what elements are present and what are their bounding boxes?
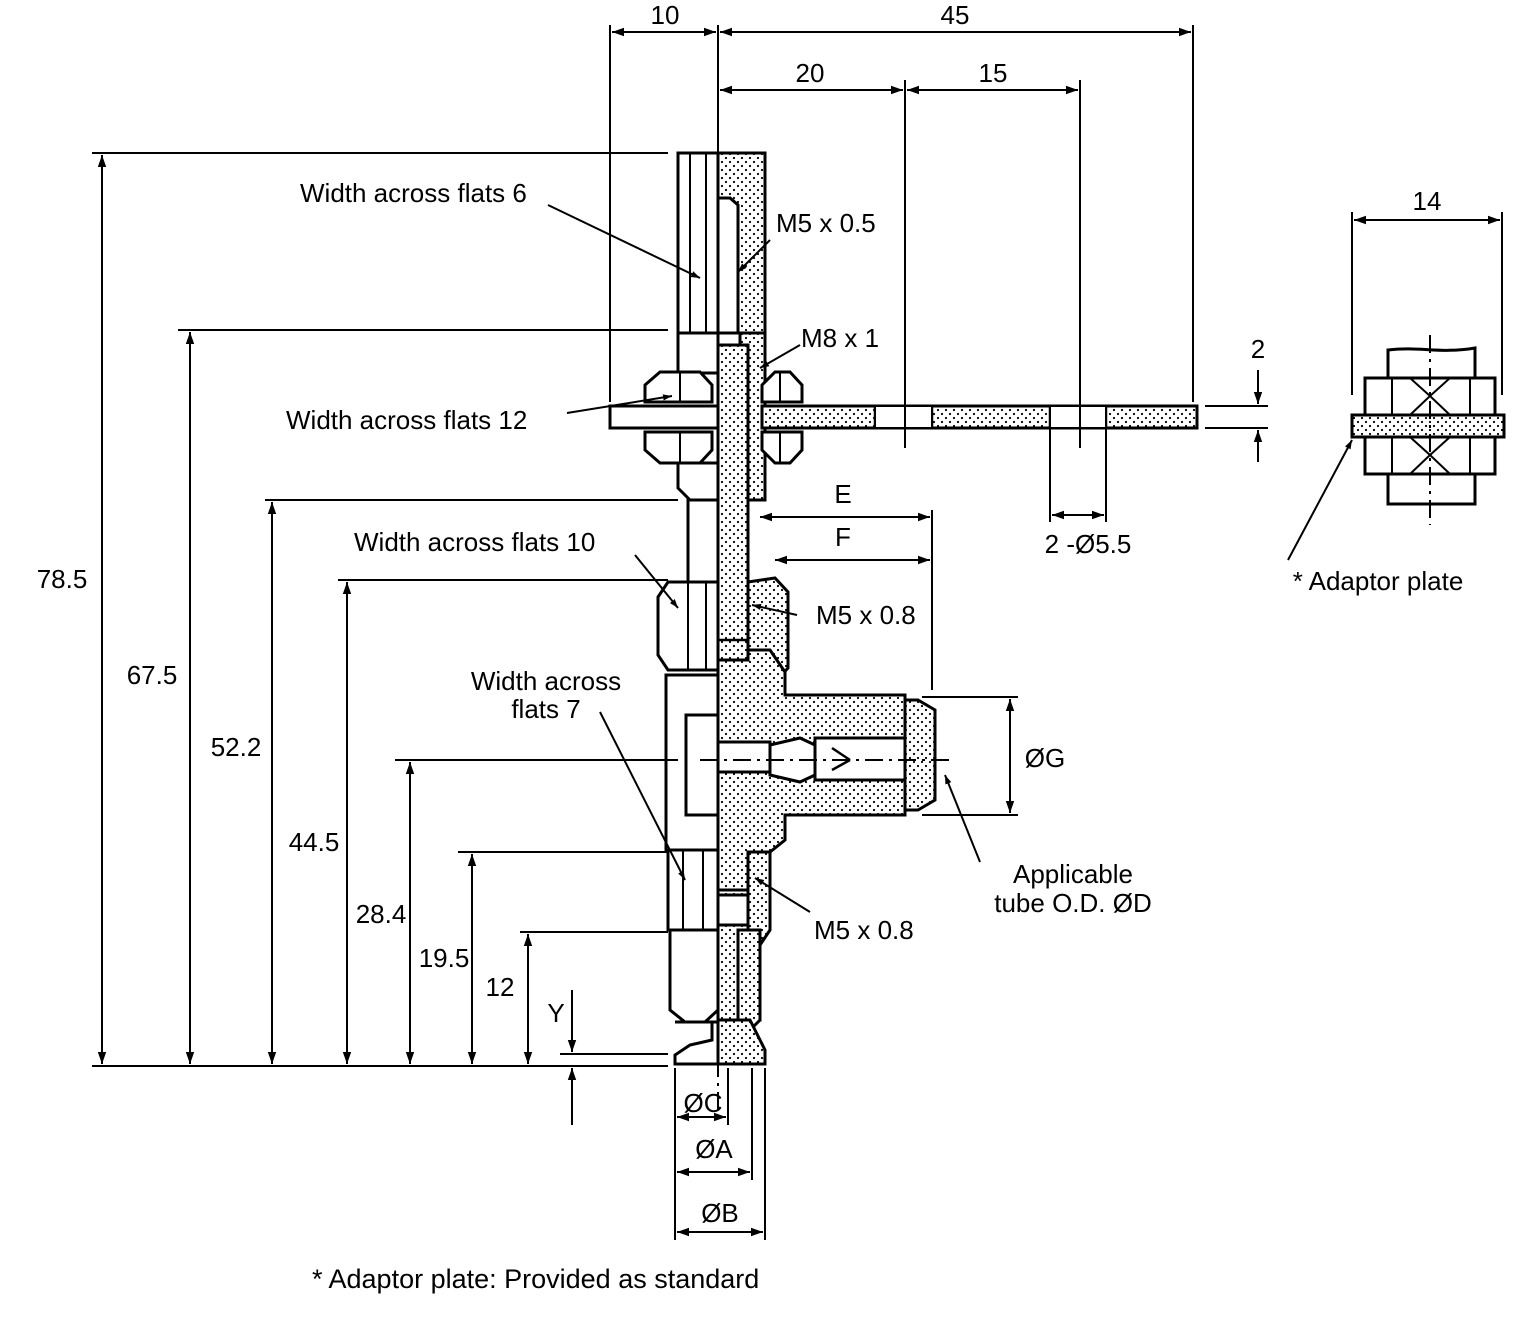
label-thread-m5-08-lower: M5 x 0.8 xyxy=(814,915,914,945)
dim-a: ØA xyxy=(695,1134,733,1164)
dim-15: 15 xyxy=(979,58,1008,88)
label-thread-m5-05: M5 x 0.5 xyxy=(776,208,876,238)
dim-e: E xyxy=(834,479,851,509)
dim-52-2: 52.2 xyxy=(211,732,262,762)
dim-28-4: 28.4 xyxy=(356,899,407,929)
label-waf-12: Width across flats 12 xyxy=(286,405,527,435)
label-waf-7-line2: flats 7 xyxy=(511,694,580,724)
label-thread-m8: M8 x 1 xyxy=(801,323,879,353)
label-adaptor-plate: * Adaptor plate xyxy=(1293,566,1464,596)
label-thread-m5-08-upper: M5 x 0.8 xyxy=(816,600,916,630)
dim-c: ØC xyxy=(684,1088,723,1118)
main-assembly xyxy=(608,135,1199,1125)
dim-45: 45 xyxy=(941,0,970,30)
label-waf-6: Width across flats 6 xyxy=(300,178,527,208)
dimension-lines: 10 45 20 15 2 2 -Ø5.5 14 78.5 67.5 52.2 … xyxy=(37,0,1442,1240)
label-tube-line2: tube O.D. ØD xyxy=(994,888,1152,918)
dim-19-5: 19.5 xyxy=(419,943,470,973)
dim-holes: 2 -Ø5.5 xyxy=(1045,529,1132,559)
label-waf-10: Width across flats 10 xyxy=(354,527,595,557)
dim-44-5: 44.5 xyxy=(289,827,340,857)
dim-78-5: 78.5 xyxy=(37,564,88,594)
dim-20: 20 xyxy=(796,58,825,88)
dim-b: ØB xyxy=(701,1198,739,1228)
dim-10: 10 xyxy=(651,0,680,30)
dim-y: Y xyxy=(547,998,564,1028)
callouts: Width across flats 6 M5 x 0.5 M8 x 1 Wid… xyxy=(286,178,1152,945)
dim-f: F xyxy=(835,522,851,552)
label-waf-7-line1: Width across xyxy=(471,666,621,696)
dim-14: 14 xyxy=(1413,186,1442,216)
adaptor-plate-side-view: * Adaptor plate xyxy=(1287,212,1506,596)
dim-g: ØG xyxy=(1025,743,1065,773)
dim-67-5: 67.5 xyxy=(127,660,178,690)
footnote: * Adaptor plate: Provided as standard xyxy=(312,1264,759,1294)
dim-plate-2: 2 xyxy=(1251,334,1265,364)
label-tube-line1: Applicable xyxy=(1013,859,1133,889)
dim-12: 12 xyxy=(486,972,515,1002)
